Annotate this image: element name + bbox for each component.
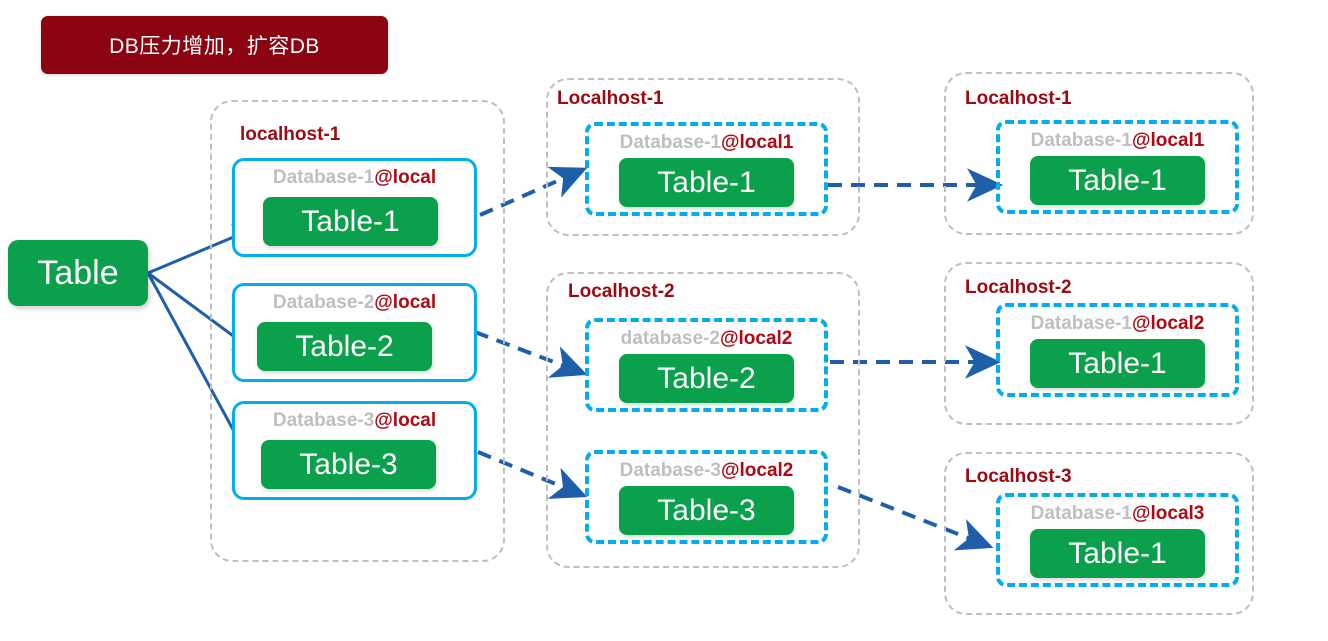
db-at-mid-2: @local2 (719, 328, 793, 349)
db-at-right-1: @local1 (1131, 130, 1205, 151)
table-pill-right-1[interactable]: Table-1 (1030, 156, 1205, 205)
db-card-mid-1[interactable]: Database-1@local1 Table-1 (585, 122, 828, 216)
host-label-right-localhost-2: Localhost-2 (965, 277, 1072, 298)
host-box-localhost-1-before (210, 100, 505, 562)
db-at-left-3: @local (374, 410, 437, 431)
table-pill-label-right-2: Table-1 (1068, 346, 1167, 380)
db-card-left-2[interactable]: Database-2@local Table-2 (232, 283, 477, 382)
db-name-mid-1: Database-1 (619, 132, 721, 153)
db-card-mid-2[interactable]: database-2@local2 Table-2 (585, 318, 828, 412)
db-card-right-2[interactable]: Database-1@local2 Table-1 (996, 303, 1239, 397)
table-pill-mid-1[interactable]: Table-1 (619, 158, 794, 207)
db-title-mid-3: Database-3@local2 (589, 460, 824, 482)
db-name-right-1: Database-1 (1030, 130, 1132, 151)
db-card-mid-3[interactable]: Database-3@local2 Table-3 (585, 450, 828, 544)
root-table-label: Table (37, 253, 119, 292)
db-title-left-1: Database-1@local (235, 167, 474, 189)
db-name-right-3: Database-1 (1030, 503, 1132, 524)
table-pill-label-left-3: Table-3 (299, 447, 398, 481)
db-title-right-2: Database-1@local2 (1000, 313, 1235, 335)
table-pill-label-mid-3: Table-3 (657, 493, 756, 527)
db-title-mid-1: Database-1@local1 (589, 132, 824, 154)
host-box-mid-localhost-1 (546, 78, 860, 236)
host-box-right-localhost-3 (944, 452, 1254, 615)
table-pill-label-mid-1: Table-1 (657, 165, 756, 199)
table-pill-label-left-2: Table-2 (295, 329, 394, 363)
db-title-mid-2: database-2@local2 (589, 328, 824, 350)
db-at-left-1: @local (374, 167, 437, 188)
db-title-left-2: Database-2@local (235, 292, 474, 314)
table-pill-left-3[interactable]: Table-3 (261, 440, 436, 489)
db-card-left-3[interactable]: Database-3@local Table-3 (232, 401, 477, 500)
host-label-right-localhost-3: Localhost-3 (965, 466, 1072, 487)
title-banner: DB压力增加，扩容DB (41, 16, 388, 74)
root-table-node[interactable]: Table (8, 240, 148, 306)
db-name-right-2: Database-1 (1030, 313, 1132, 334)
db-name-left-3: Database-3 (272, 410, 375, 431)
host-label-right-localhost-1: Localhost-1 (965, 88, 1072, 109)
db-name-left-2: Database-2 (272, 292, 375, 313)
table-pill-right-3[interactable]: Table-1 (1030, 529, 1205, 578)
db-at-left-2: @local (374, 292, 437, 313)
db-title-right-3: Database-1@local3 (1000, 503, 1235, 525)
table-pill-label-right-1: Table-1 (1068, 163, 1167, 197)
host-label-localhost-1-before: localhost-1 (240, 124, 341, 145)
table-pill-left-1[interactable]: Table-1 (263, 197, 438, 246)
db-title-left-3: Database-3@local (235, 410, 474, 432)
db-at-right-2: @local2 (1131, 313, 1205, 334)
table-pill-right-2[interactable]: Table-1 (1030, 339, 1205, 388)
table-pill-mid-3[interactable]: Table-3 (619, 486, 794, 535)
table-pill-left-2[interactable]: Table-2 (257, 322, 432, 371)
db-name-mid-2: database-2 (620, 328, 720, 349)
title-banner-text: DB压力增加，扩容DB (109, 35, 320, 58)
db-card-left-1[interactable]: Database-1@local Table-1 (232, 158, 477, 257)
host-box-right-localhost-2 (944, 262, 1254, 425)
table-pill-label-left-1: Table-1 (301, 204, 400, 238)
db-name-left-1: Database-1 (272, 167, 375, 188)
host-label-mid-localhost-1: Localhost-1 (557, 88, 664, 109)
table-pill-mid-2[interactable]: Table-2 (619, 354, 794, 403)
host-box-right-localhost-1 (944, 72, 1254, 235)
db-at-mid-1: @local1 (720, 132, 794, 153)
db-card-right-3[interactable]: Database-1@local3 Table-1 (996, 493, 1239, 587)
host-box-mid-localhost-2 (546, 272, 860, 568)
table-pill-label-right-3: Table-1 (1068, 536, 1167, 570)
db-at-mid-3: @local2 (720, 460, 794, 481)
db-name-mid-3: Database-3 (619, 460, 721, 481)
db-card-right-1[interactable]: Database-1@local1 Table-1 (996, 120, 1239, 214)
host-label-mid-localhost-2: Localhost-2 (568, 281, 675, 302)
db-title-right-1: Database-1@local1 (1000, 130, 1235, 152)
db-at-right-3: @local3 (1131, 503, 1205, 524)
table-pill-label-mid-2: Table-2 (657, 361, 756, 395)
